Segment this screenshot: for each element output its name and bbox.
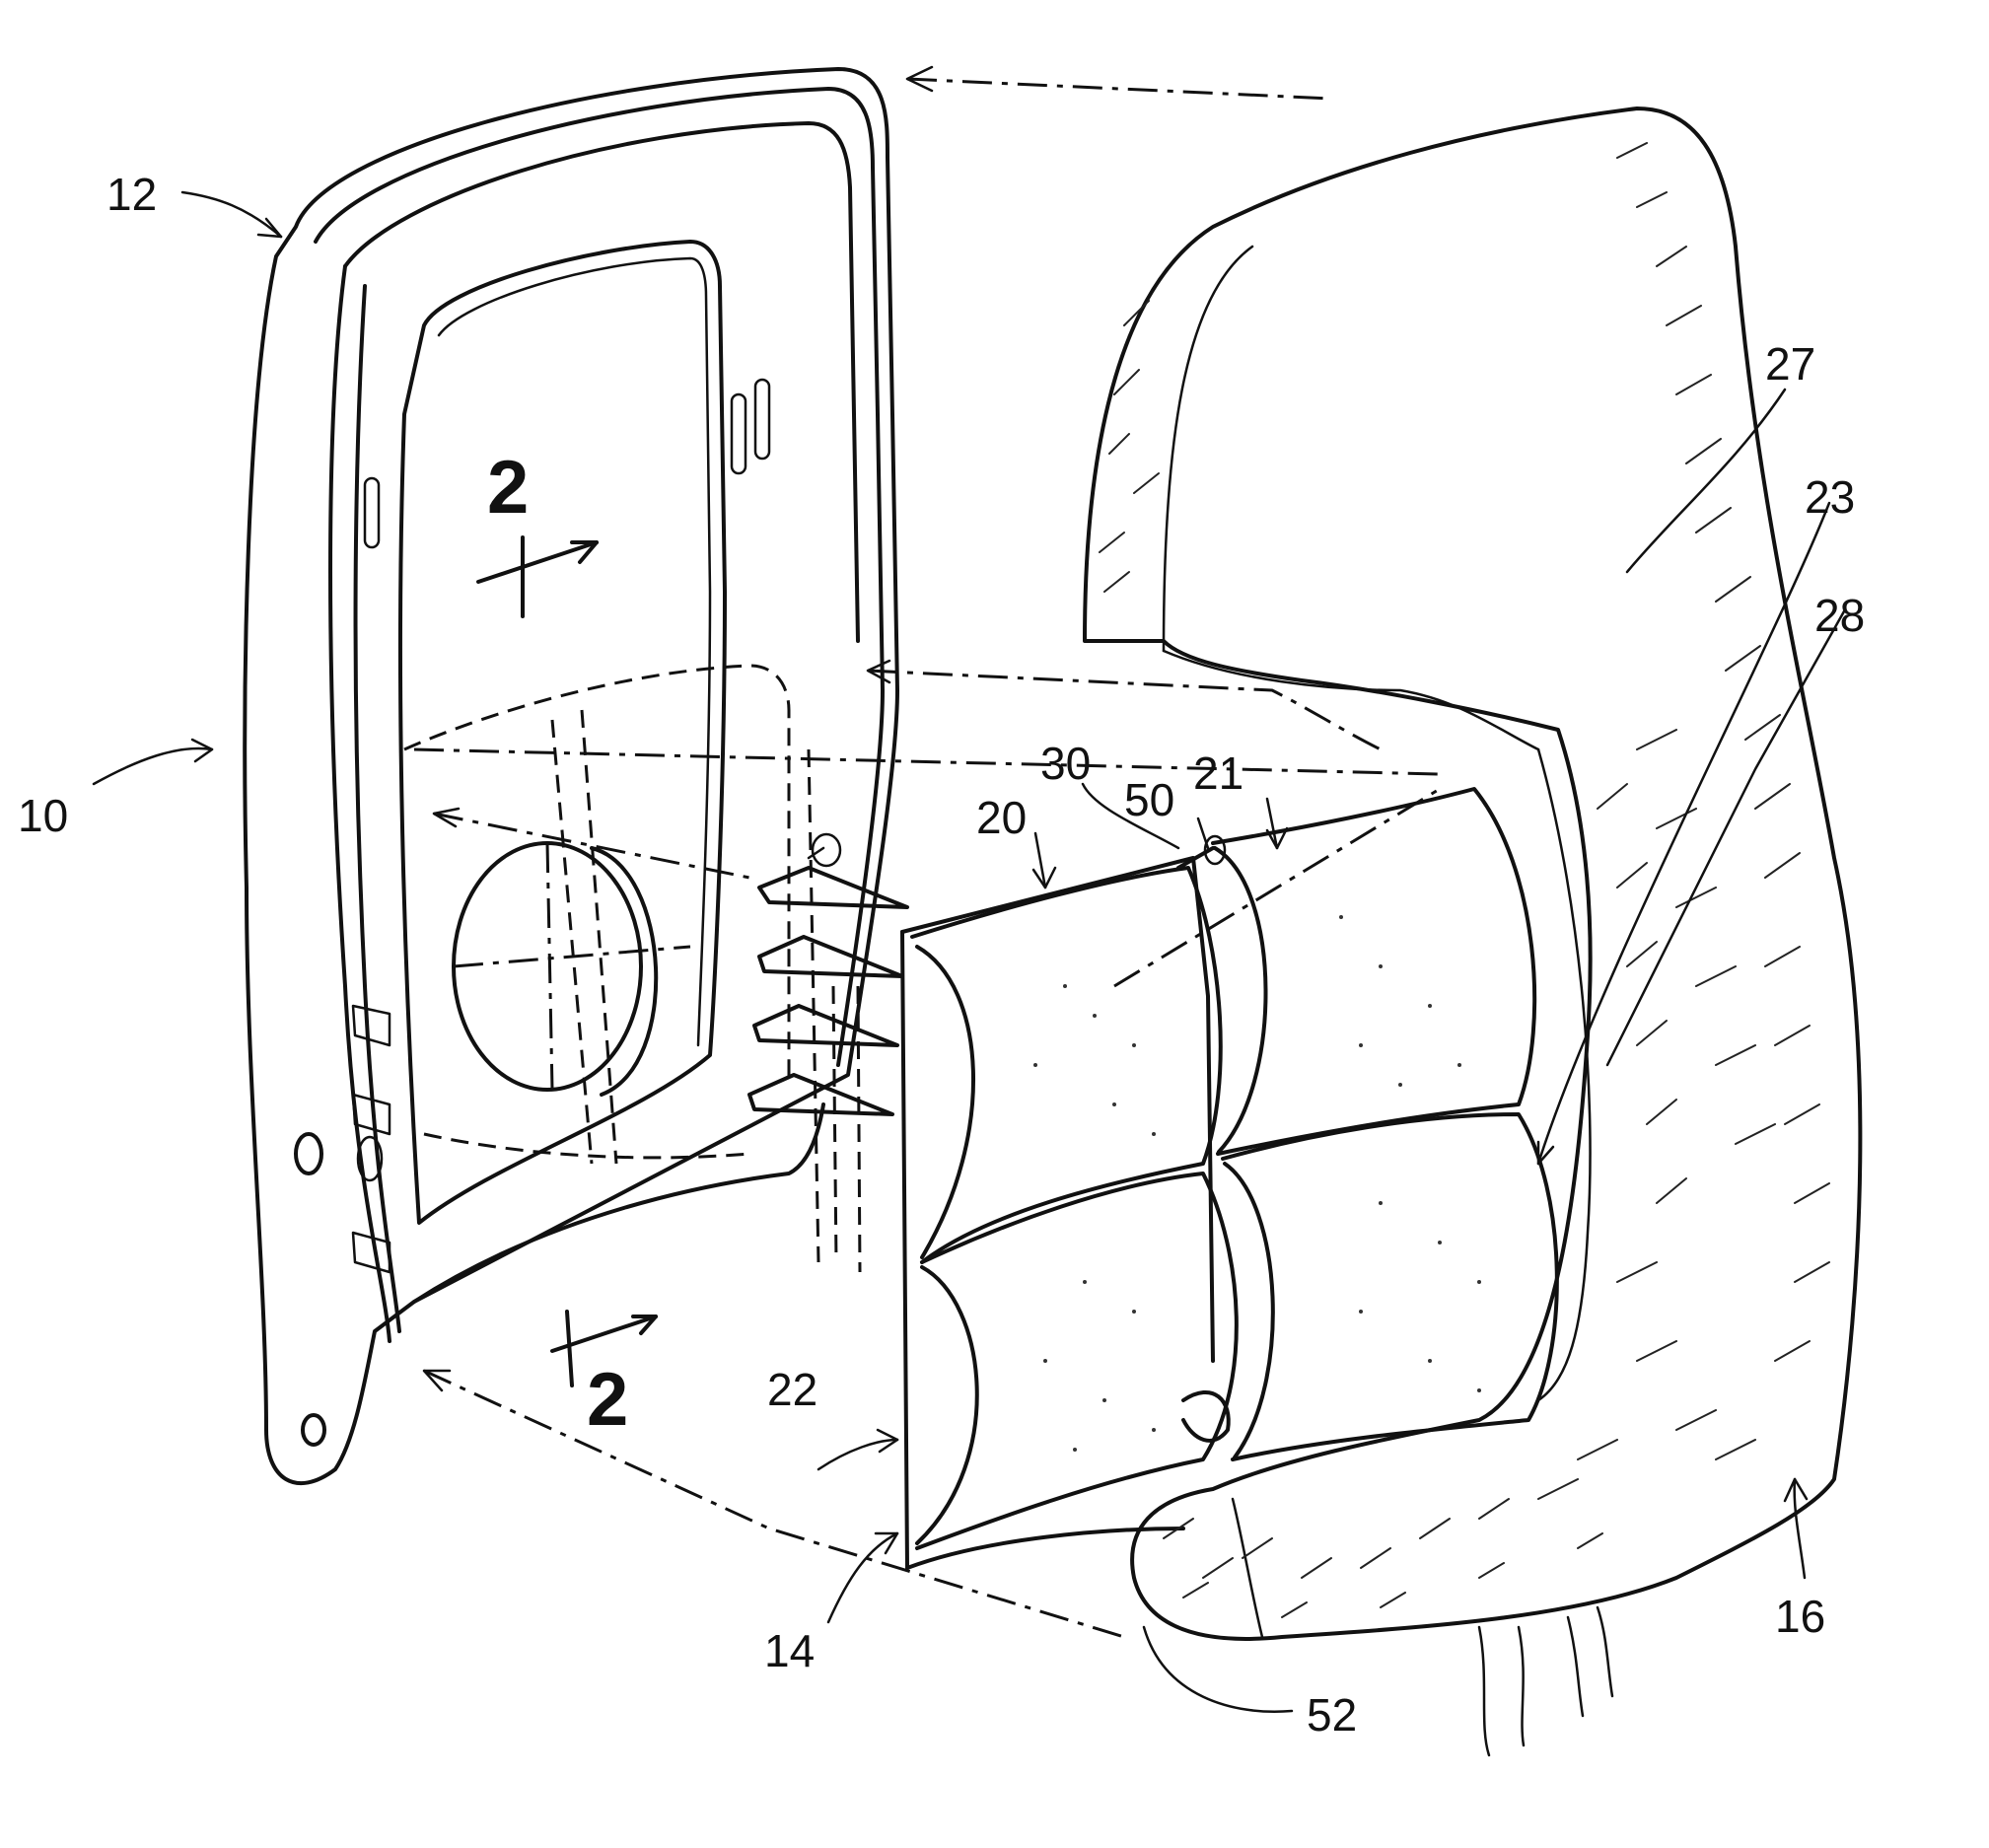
ref-21: 21 (1193, 747, 1243, 799)
seat-back-frame (245, 69, 897, 1483)
circular-opening (454, 843, 690, 1095)
bladder-assembly (902, 789, 1557, 1568)
foam-texture (1100, 143, 1829, 1617)
ref-22: 22 (767, 1364, 817, 1415)
lumbar-plate-hidden (404, 666, 860, 1272)
section-2-top: 2 (487, 446, 529, 530)
ref-10: 10 (18, 790, 68, 841)
section-2-bottom: 2 (587, 1358, 628, 1442)
ref-23: 23 (1805, 471, 1855, 523)
ref-52: 52 (1307, 1689, 1357, 1741)
leader-lines (94, 192, 1844, 1712)
ref-12: 12 (107, 169, 157, 220)
bladder-stipple (1033, 915, 1481, 1452)
ref-50: 50 (1124, 774, 1174, 825)
ref-30: 30 (1040, 738, 1091, 789)
ref-28: 28 (1814, 590, 1865, 641)
reference-labels: 12 10 14 16 20 21 22 23 27 28 30 50 52 2… (18, 169, 1865, 1741)
ref-14: 14 (764, 1625, 815, 1676)
ref-20: 20 (976, 792, 1027, 843)
assembly-lines (414, 67, 1440, 1637)
ref-16: 16 (1775, 1591, 1825, 1642)
adjuster-fins (749, 834, 907, 1114)
ref-27: 27 (1765, 338, 1815, 390)
section-2-top-arrow (478, 537, 597, 616)
